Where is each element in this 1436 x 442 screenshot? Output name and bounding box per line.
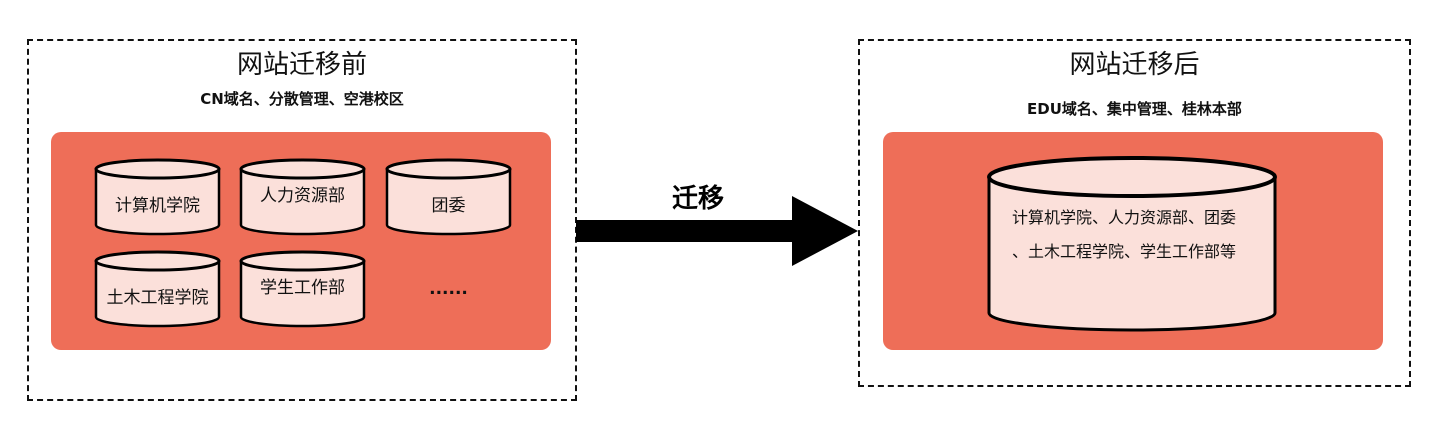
database-cylinder-icon [94, 158, 221, 236]
database-1: 计算机学院 [94, 157, 221, 237]
database-cylinder-icon [94, 250, 221, 328]
arrow-shaft [576, 220, 796, 242]
database-label: 学生工作部 [260, 278, 345, 298]
arrow-label: 迁移 [672, 184, 725, 214]
ellipsis-more: ...... [429, 279, 468, 299]
database-4: 土木工程学院 [94, 249, 221, 329]
database-label: 土木工程学院 [106, 288, 209, 308]
database-3: 团委 [385, 157, 512, 237]
database-cylinder-icon [987, 156, 1277, 332]
database-label: 计算机学院 [115, 196, 200, 216]
before-subtitle: CN域名、分散管理、空港校区 [200, 90, 404, 108]
after-subtitle: EDU域名、集中管理、桂林本部 [1027, 100, 1242, 118]
database-2: 人力资源部 [239, 157, 366, 237]
after-migration-frame [858, 39, 1411, 387]
database-cylinder-icon [385, 158, 512, 236]
database-cylinder-icon [239, 158, 366, 236]
database-5: 学生工作部 [239, 249, 366, 329]
migration-arrow [576, 196, 858, 266]
arrow-head [792, 196, 858, 266]
database-label: 团委 [431, 196, 466, 216]
central-database: 计算机学院、人力资源部、团委 、土木工程学院、学生工作部等 [986, 155, 1278, 332]
database-label: 人力资源部 [260, 186, 345, 206]
before-title: 网站迁移前 [236, 50, 367, 80]
database-cylinder-icon [239, 250, 366, 328]
after-title: 网站迁移后 [1069, 50, 1200, 80]
